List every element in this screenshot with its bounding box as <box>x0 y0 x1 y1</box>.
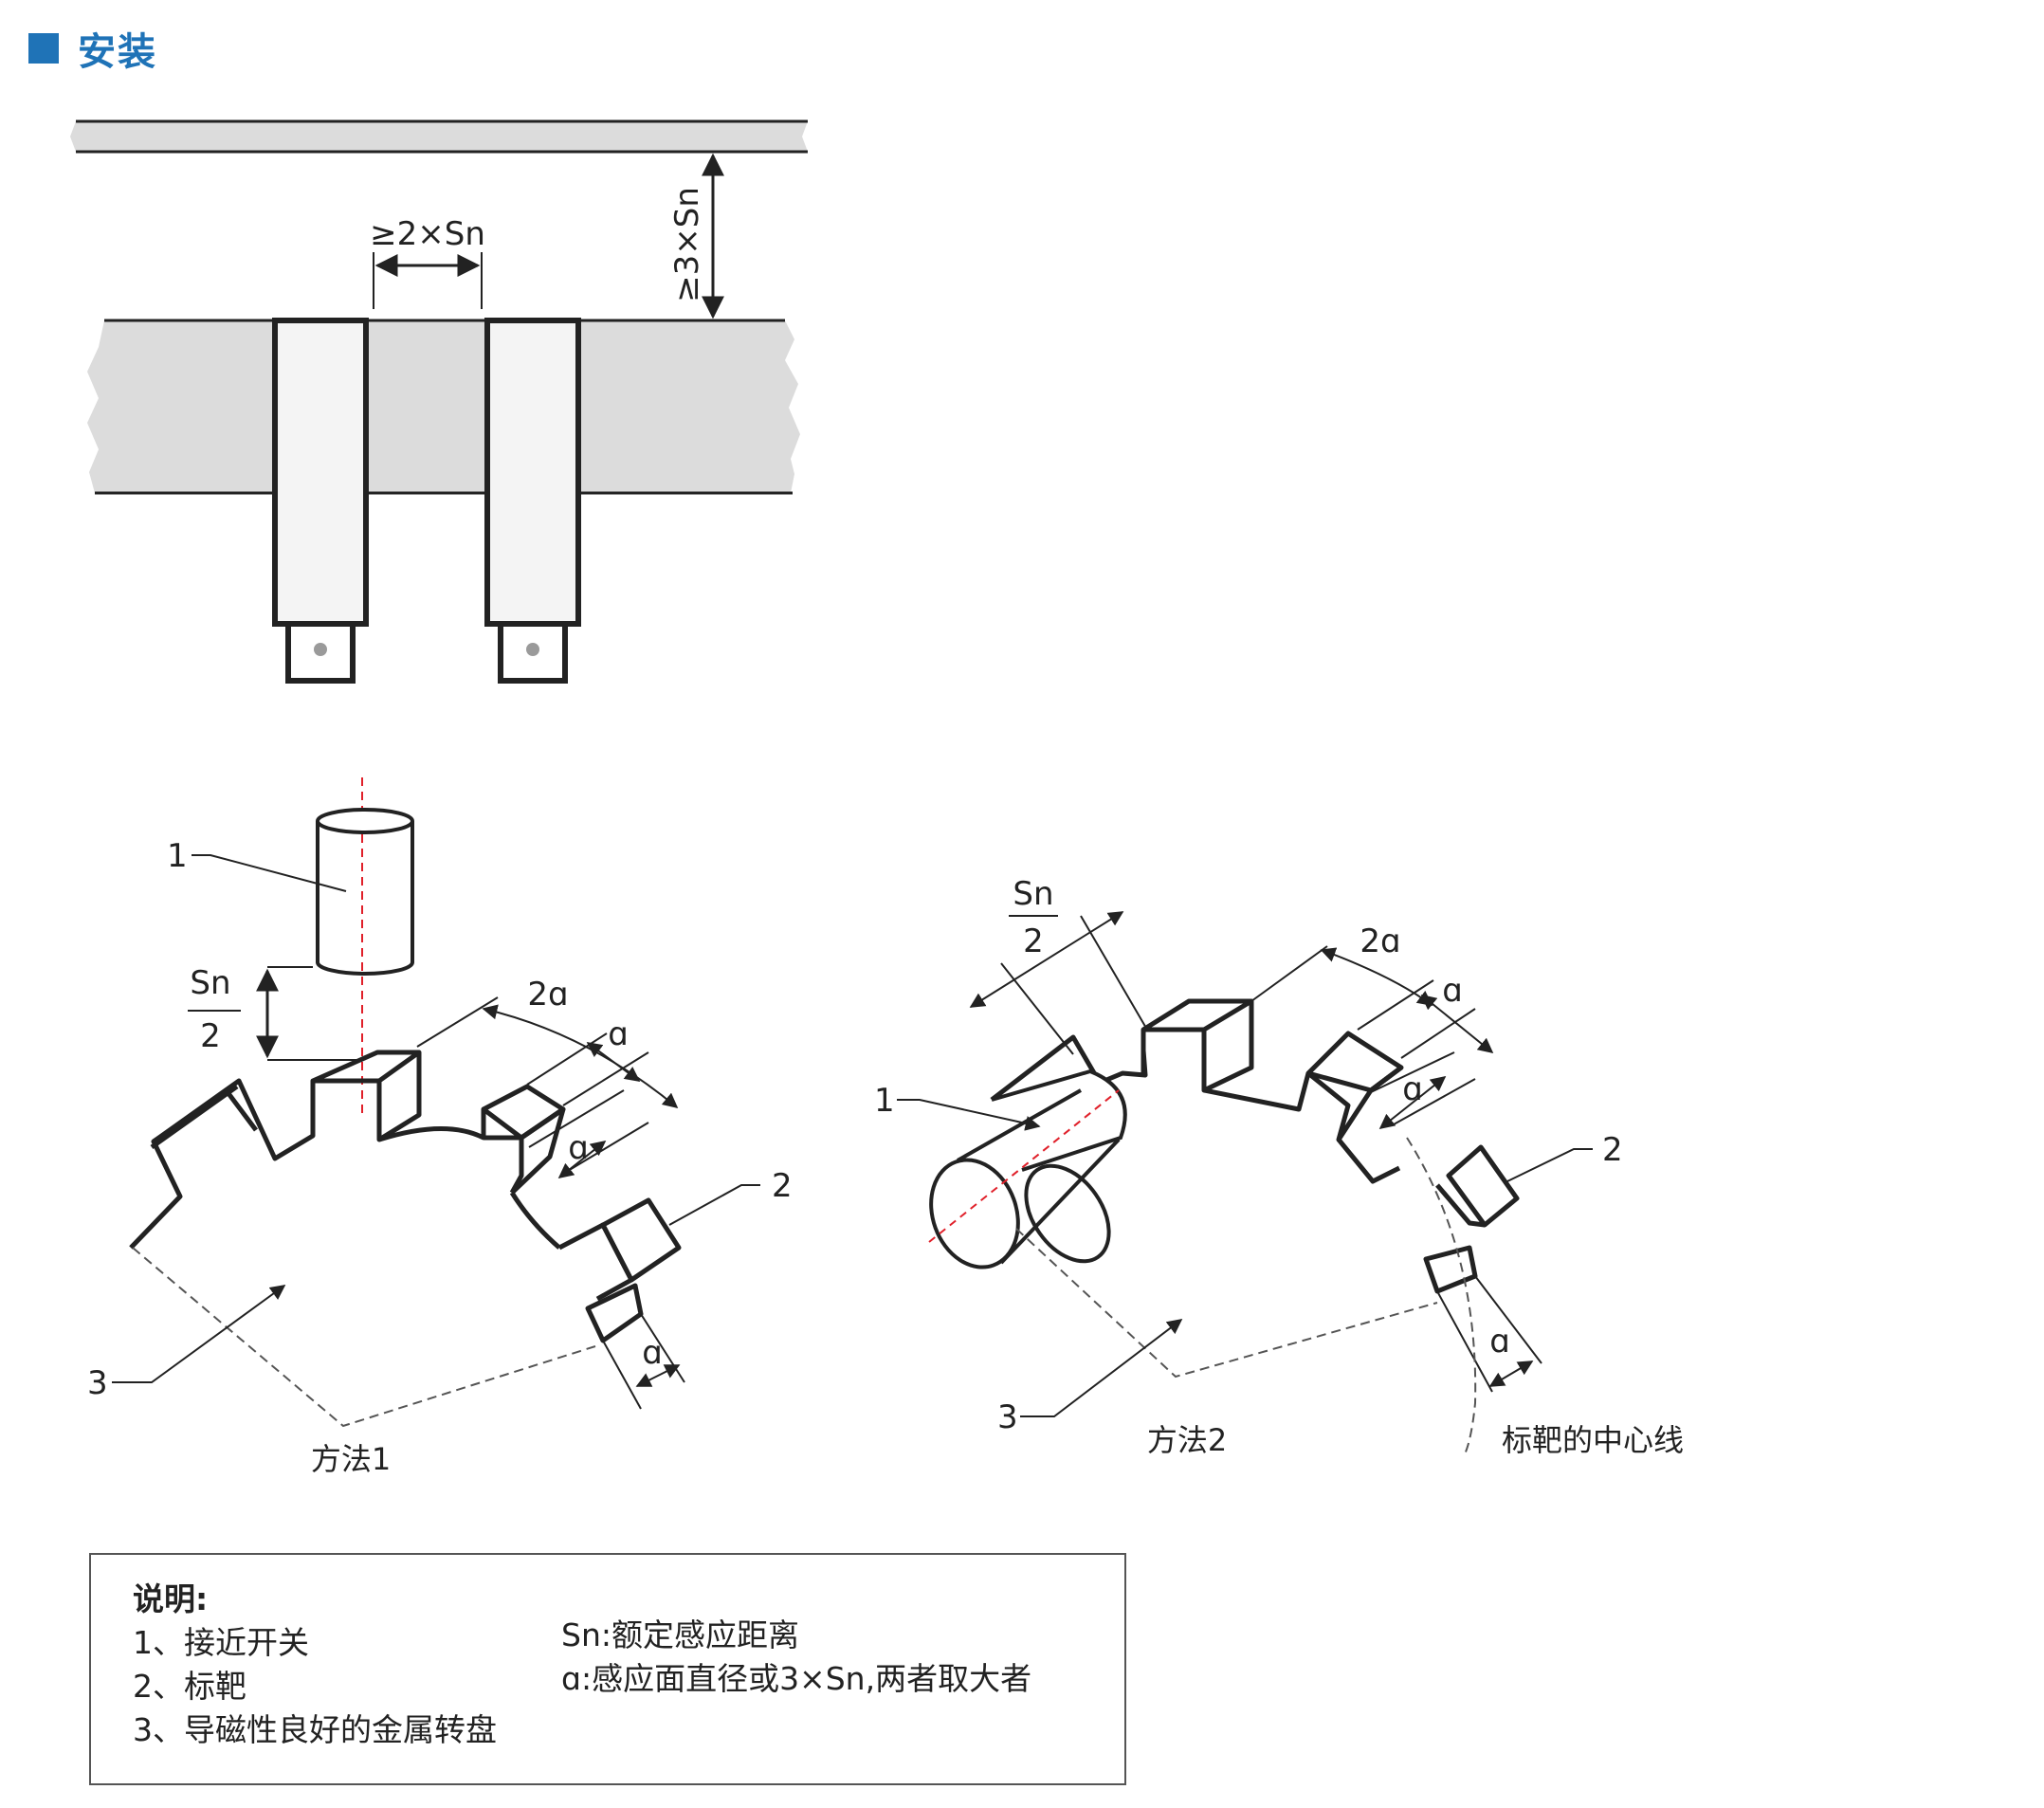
legend-item: 2、标靶 <box>133 1668 246 1705</box>
alpha-top-label: ɑ <box>608 1015 629 1053</box>
method2-caption: 方法2 <box>1147 1422 1227 1458</box>
rotating-disk <box>129 1050 682 1343</box>
alpha-bot-label-2: ɑ <box>1489 1323 1510 1361</box>
callout-disk: 3 <box>87 1364 108 1402</box>
alpha-mid-label-2: ɑ <box>1402 1070 1423 1108</box>
mounting-drawing: ≥2×Sn ≥3×Sn <box>70 119 808 684</box>
legend-items: 说明: 1、接近开关 2、标靶 3、导磁性良好的金属转盘 <box>133 1578 497 1752</box>
sensor-cylinder <box>316 808 414 976</box>
rotating-disk-2 <box>990 998 1520 1294</box>
sn-numerator-2: Sn <box>1013 875 1053 913</box>
two-alpha-label-2: 2ɑ <box>1360 922 1400 960</box>
method1-caption: 方法1 <box>311 1441 391 1477</box>
two-alpha-arc <box>482 1004 679 1109</box>
callout-target: 2 <box>772 1167 793 1205</box>
target-centerline <box>1406 1137 1477 1457</box>
alpha-top-label-2: ɑ <box>1442 972 1463 1010</box>
section-header: 安装 <box>28 25 157 74</box>
legend-box: 说明: 1、接近开关 2、标靶 3、导磁性良好的金属转盘 Sn:额定感应距离 ɑ… <box>89 1553 1126 1785</box>
callout-sensor: 1 <box>167 837 188 875</box>
legend-item: 1、接近开关 <box>133 1624 309 1661</box>
alpha-bot-label: ɑ <box>642 1334 663 1372</box>
legend-def: Sn:额定感应距离 <box>561 1616 799 1653</box>
callout-sensor-2: 1 <box>874 1082 895 1120</box>
header-marker-icon <box>28 33 59 64</box>
method1-drawing: 1 Sn 2 2ɑ ɑ <box>87 777 793 1477</box>
method2-drawing: 1 Sn 2 2ɑ ɑ ɑ ɑ 2 3 <box>874 875 1684 1458</box>
legend-heading: 说明: <box>133 1580 209 1617</box>
legend-def: ɑ:感应面直径或3×Sn,两者取大者 <box>561 1660 1032 1697</box>
two-alpha-label: 2ɑ <box>527 976 568 1014</box>
sn-numerator: Sn <box>190 964 230 1002</box>
led-indicator-icon <box>526 643 539 656</box>
mounting-plate <box>87 320 800 493</box>
opposing-metal-plate <box>70 121 808 152</box>
sensor-axis-line-2 <box>928 1089 1120 1243</box>
sensor-body-a <box>272 318 369 684</box>
spacing-label: ≥2×Sn <box>370 215 485 253</box>
sensor-cylinder-2 <box>928 1068 1127 1269</box>
callout-target-2: 2 <box>1602 1131 1623 1169</box>
sn-half-arrow-2 <box>969 911 1124 1008</box>
legend-item: 3、导磁性良好的金属转盘 <box>133 1711 497 1748</box>
callout-disk-2: 3 <box>997 1398 1018 1436</box>
sn-denominator: 2 <box>200 1017 221 1055</box>
alpha-mid-label: ɑ <box>568 1129 589 1167</box>
section-title: 安装 <box>78 30 157 74</box>
centerline-caption: 标靶的中心线 <box>1502 1422 1684 1458</box>
distance-label: ≥3×Sn <box>668 187 706 302</box>
sn-denominator-2: 2 <box>1023 922 1044 960</box>
led-indicator-icon <box>314 643 327 656</box>
legend-definitions: Sn:额定感应距离 ɑ:感应面直径或3×Sn,两者取大者 <box>561 1614 1031 1701</box>
sensor-body-b <box>484 318 581 684</box>
